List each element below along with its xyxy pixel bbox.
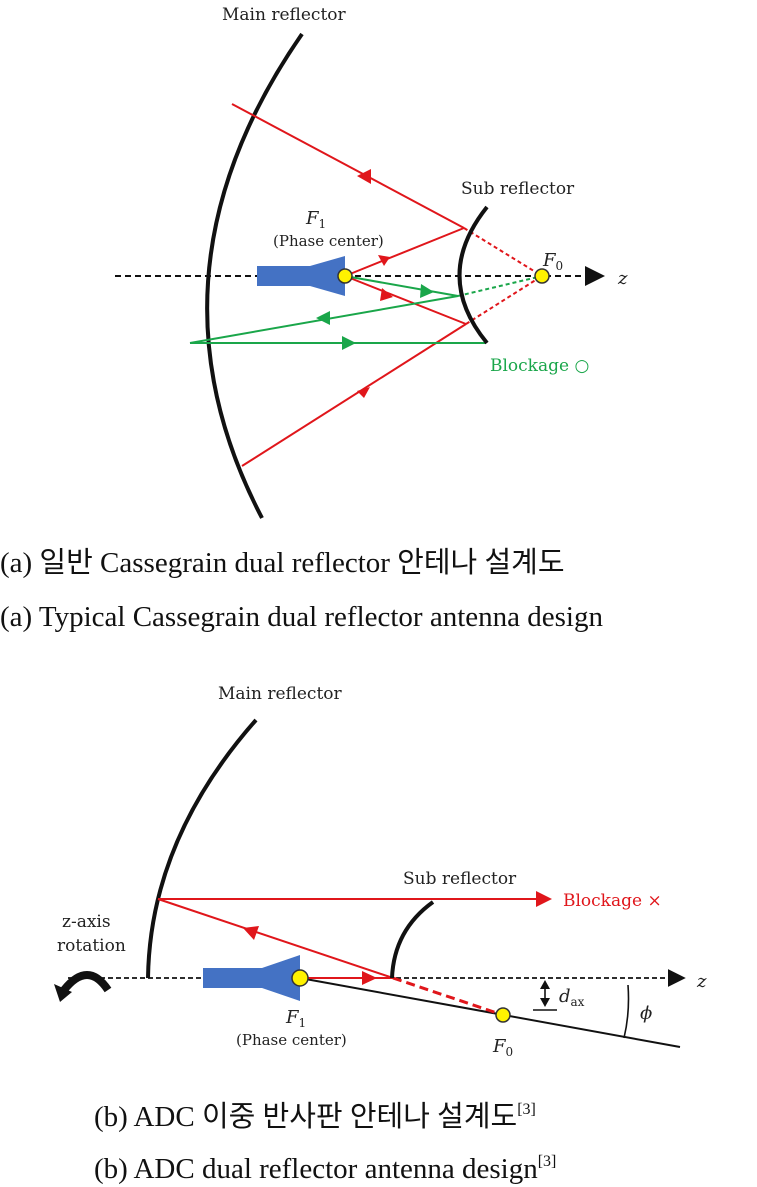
caption-english-b: (b) ADC dual reflector antenna design[3] xyxy=(94,1153,556,1185)
focus-f0-a xyxy=(534,268,550,284)
phase-center-f1-a xyxy=(337,268,353,284)
sub-reflector-a xyxy=(457,205,489,345)
tilted-axis-b xyxy=(299,977,681,1048)
sub-reflector-label-a: Sub reflector xyxy=(461,179,575,199)
caption-korean-b: (b) ADC 이중 반사판 안테나 설계도[3] xyxy=(94,1101,536,1133)
f1-label-b: F1 xyxy=(285,1007,306,1030)
red-arrowheads-a xyxy=(357,169,393,398)
dax-dimension xyxy=(533,980,557,1011)
phase-center-label-b: (Phase center) xyxy=(236,1031,347,1049)
phi-angle-arc xyxy=(623,984,630,1039)
green-arrowheads-a xyxy=(316,284,434,350)
focus-f0-b xyxy=(495,1007,511,1023)
axis-label-b: z xyxy=(696,971,707,992)
caption-korean-a: (a) 일반 Cassegrain dual reflector 안테나 설계도 xyxy=(0,547,565,579)
rotation-arrow-icon xyxy=(60,971,112,993)
main-reflector-b xyxy=(146,718,258,979)
main-reflector-label-a: Main reflector xyxy=(222,5,347,25)
main-reflector-label-b: Main reflector xyxy=(218,684,343,704)
dax-label: dax xyxy=(559,986,585,1009)
feed-horn-b xyxy=(203,955,300,1001)
axis-label-a: z xyxy=(617,268,628,289)
blockage-label-b: Blockage × xyxy=(563,891,662,911)
caption-english-a: (a) Typical Cassegrain dual reflector an… xyxy=(0,601,603,633)
rotation-arrowhead-icon xyxy=(54,984,72,1002)
rotation-label-line2: rotation xyxy=(57,936,126,956)
feed-horn-a xyxy=(257,256,345,296)
phase-center-label-a: (Phase center) xyxy=(273,232,384,250)
rotation-label-line1: z-axis xyxy=(62,912,111,932)
phi-label: ϕ xyxy=(640,1003,652,1024)
red-rays-b xyxy=(157,898,540,1015)
diagram-a: Main reflector z xyxy=(115,5,628,519)
diagram-b: Main reflector z Sub reflector Blockage … xyxy=(54,684,707,1059)
phase-center-f1-b xyxy=(291,969,309,987)
green-rays-a xyxy=(189,275,543,344)
f0-label-a: F0 xyxy=(542,250,563,273)
f0-label-b: F0 xyxy=(492,1036,513,1059)
red-arrowheads-b xyxy=(243,891,552,985)
blockage-label-a: Blockage ○ xyxy=(490,356,589,376)
sub-reflector-b xyxy=(390,900,435,979)
red-rays-a xyxy=(231,103,543,467)
sub-reflector-label-b: Sub reflector xyxy=(403,869,517,889)
f1-label-a: F1 xyxy=(305,208,326,231)
